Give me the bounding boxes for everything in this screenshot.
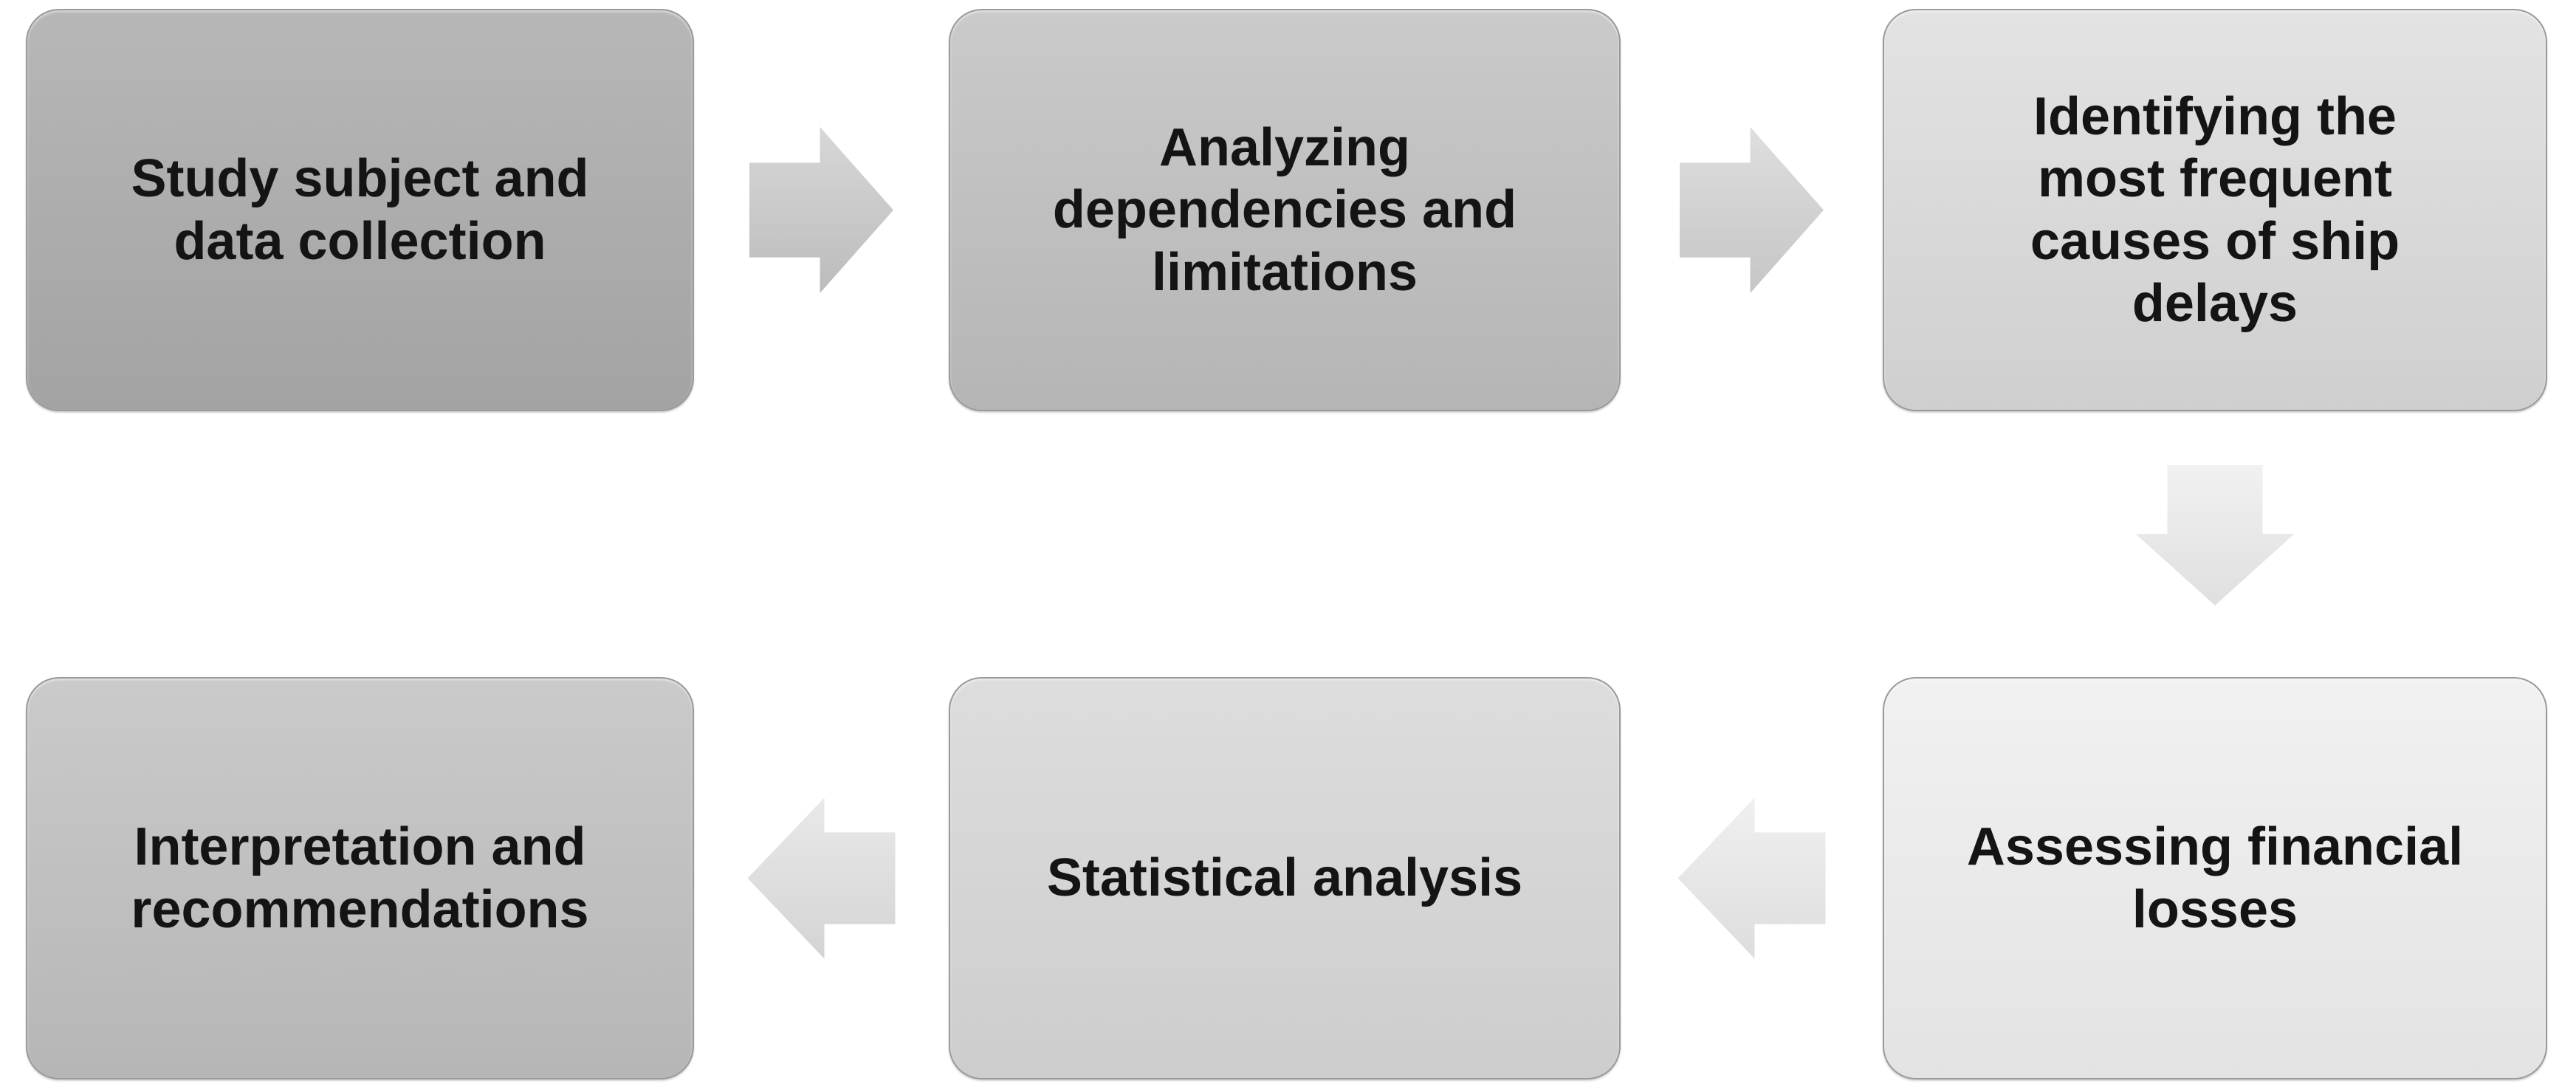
flow-step-label: Assessing financial losses xyxy=(1966,817,2464,939)
left-arrow-icon xyxy=(747,797,896,959)
flow-step-assessing-losses: Assessing financial losses xyxy=(1883,677,2547,1079)
flow-step-statistical-analysis: Statistical analysis xyxy=(949,677,1621,1079)
right-arrow-icon xyxy=(749,127,893,293)
flow-step-label: Study subject and data collection xyxy=(131,149,589,271)
flow-step-label: Identifying the most frequent causes of … xyxy=(2030,87,2400,333)
flow-step-interpretation: Interpretation and recommendations xyxy=(26,677,694,1079)
flow-step-identifying-causes: Identifying the most frequent causes of … xyxy=(1883,9,2547,411)
flow-step-label: Interpretation and recommendations xyxy=(131,817,589,939)
flow-step-label: Analyzing dependencies and limitations xyxy=(1052,118,1517,302)
left-arrow-icon xyxy=(1677,797,1826,959)
right-arrow-icon xyxy=(1680,127,1824,293)
flow-step-analyzing-dependencies: Analyzing dependencies and limitations xyxy=(949,9,1621,411)
flow-step-label: Statistical analysis xyxy=(1046,848,1523,908)
down-arrow-icon xyxy=(2135,465,2295,605)
flow-step-study-subject: Study subject and data collection xyxy=(26,9,694,411)
